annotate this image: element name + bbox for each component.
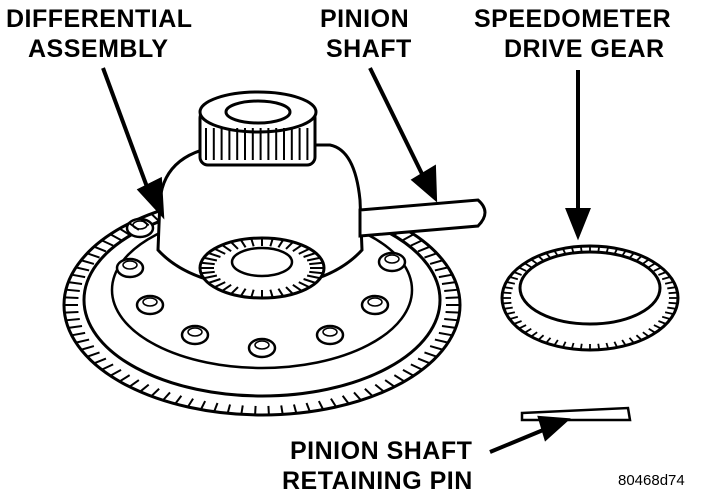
speedo-gear-tooth [669, 303, 678, 304]
side-gear-tooth [201, 272, 215, 273]
ring-tooth [446, 312, 460, 313]
leader-pinion-shaft [370, 68, 425, 180]
label-line: DRIVE GEAR [474, 34, 671, 64]
carrier-bearing [200, 92, 316, 165]
label-line: ASSEMBLY [6, 34, 193, 64]
speedo-gear-tooth [504, 308, 513, 309]
speedo-gear-tooth [667, 287, 676, 288]
bearing-bore [226, 101, 290, 123]
label-pinion-shaft-retaining-pin: PINION SHAFT RETAINING PIN [282, 436, 473, 496]
ring-tooth [446, 297, 460, 298]
side-gear-tooth [309, 272, 323, 273]
speedo-gear-tooth [598, 246, 599, 252]
label-line: PINION SHAFT [282, 436, 473, 466]
speedo-gear-inner [520, 252, 660, 324]
figure-reference: 80468d74 [618, 472, 685, 489]
speedometer-drive-gear [502, 246, 678, 350]
pinion-shaft [360, 200, 485, 236]
ring-bolt-top [255, 341, 269, 349]
arrowhead-retaining-pin [540, 418, 566, 438]
ring-bolt-top [385, 255, 399, 263]
label-line: SHAFT [320, 34, 412, 64]
arrowhead-pinion-shaft [414, 168, 435, 198]
ring-bolt-top [188, 328, 202, 336]
label-line: DIFFERENTIAL [6, 4, 193, 34]
ring-bolt-top [368, 298, 382, 306]
ring-tooth [64, 312, 78, 313]
speedo-gear-tooth [581, 344, 582, 350]
speedo-gear-tooth [504, 287, 513, 288]
side-gear-tooth [201, 263, 215, 264]
ring-tooth [66, 319, 80, 320]
label-pinion-shaft: PINION SHAFT [320, 4, 412, 64]
speedo-gear-tooth [669, 293, 678, 294]
arrowhead-differential [140, 180, 162, 214]
speedo-gear-tooth [581, 246, 582, 252]
ring-tooth [66, 290, 80, 291]
label-speedometer-drive-gear: SPEEDOMETER DRIVE GEAR [474, 4, 671, 64]
ring-bolt-top [143, 298, 157, 306]
label-differential-assembly: DIFFERENTIAL ASSEMBLY [6, 4, 193, 64]
ring-tooth [64, 297, 78, 298]
speedo-gear-tooth [598, 344, 599, 350]
arrowhead-speedometer [568, 210, 588, 235]
label-line: SPEEDOMETER [474, 4, 671, 34]
speedo-gear-tooth [502, 303, 511, 304]
ring-tooth [444, 290, 458, 291]
ring-tooth [444, 319, 458, 320]
leader-retaining-pin [490, 428, 548, 452]
side-gear-hub [232, 248, 292, 276]
side-gear-tooth [309, 263, 323, 264]
ring-bolt-top [123, 261, 137, 269]
label-line: RETAINING PIN [282, 466, 473, 496]
speedo-gear-tooth [502, 293, 511, 294]
leader-differential [103, 68, 150, 195]
ring-bolt-top [323, 328, 337, 336]
label-line: PINION [320, 4, 412, 34]
speedo-gear-tooth [667, 308, 676, 309]
pinion-shaft-body [360, 200, 485, 236]
